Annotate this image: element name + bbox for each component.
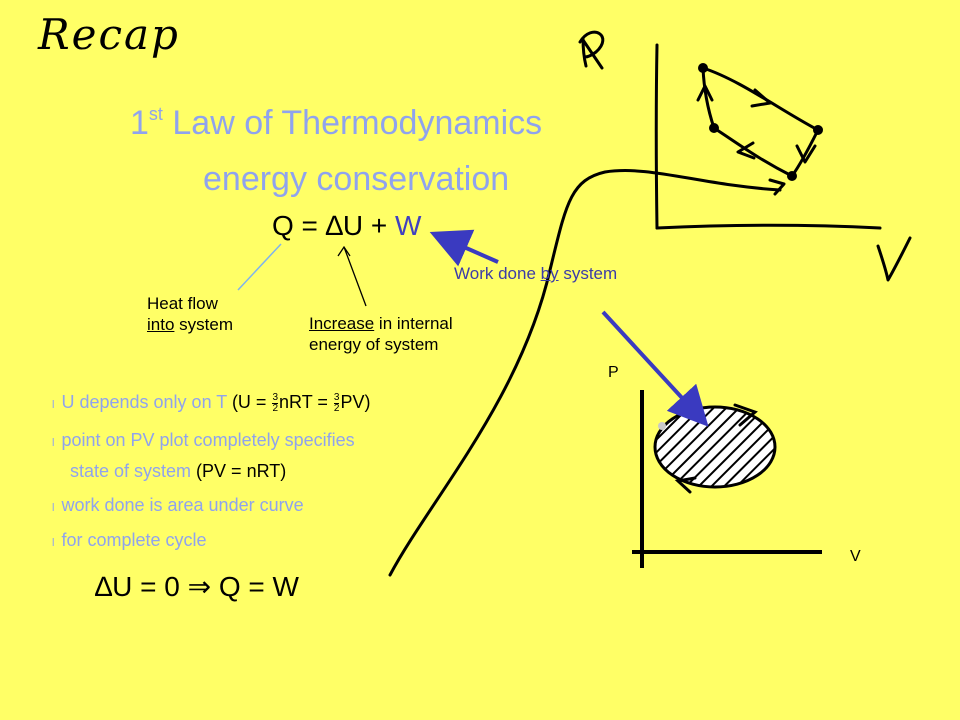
- work-arrow-to-area: [601, 310, 709, 427]
- hand-p-axis: [654, 43, 659, 230]
- increase-pointer-arrow: [337, 245, 367, 307]
- incr-label-line2: energy of system: [309, 335, 439, 354]
- bullet-2: l point on PV plot completely specifies: [52, 430, 355, 451]
- state-point-2: [813, 125, 823, 135]
- heat-label-into: into: [147, 315, 175, 334]
- incr-label-rest: in internal: [374, 314, 453, 333]
- hatched-cycle-area: [653, 405, 777, 489]
- bullet-5-text: for complete cycle: [61, 530, 207, 550]
- big-connector-curve: [388, 169, 782, 577]
- state-point-1: [698, 63, 708, 73]
- small-plot-v-label: V: [850, 548, 861, 565]
- formula-mid: nRT =: [279, 392, 333, 412]
- small-pv-plot: [632, 390, 822, 568]
- hand-v-axis: [655, 223, 882, 230]
- hand-cycle-bottom-curve: [712, 126, 794, 178]
- work-label-by: by: [540, 264, 559, 283]
- hand-letter-p: [578, 30, 605, 70]
- eq-work-term: W: [394, 210, 422, 241]
- eq-mid: U +: [342, 210, 395, 241]
- work-label-prefix: Work done: [454, 264, 541, 283]
- cycle-arrow-top: [733, 403, 758, 427]
- frac-num: 3: [272, 391, 279, 404]
- work-label: Work done by system: [454, 264, 617, 284]
- hand-arrow-3: [736, 141, 756, 160]
- bullet-3-formula: (PV = nRT): [191, 461, 287, 481]
- work-label-suffix: system: [558, 264, 618, 283]
- bullet-1-text: U depends only on T: [61, 392, 227, 412]
- state-point-3: [787, 171, 797, 181]
- bullet-3: l work done is area under curve: [52, 495, 304, 516]
- frac-num-2: 3: [333, 391, 340, 404]
- bullet-marker: l: [52, 437, 55, 449]
- bullet-4: l for complete cycle: [52, 530, 207, 551]
- first-law-equation: Q = ∆U + W: [272, 210, 421, 242]
- cycle-start-dot: [658, 422, 666, 430]
- cycle-result-equation: ∆U = 0 ⇒ Q = W: [95, 571, 299, 602]
- heat-label-line1: Heat flow: [147, 294, 218, 313]
- hand-letter-v: [876, 236, 912, 282]
- bullet-marker: l: [52, 399, 55, 411]
- heat-label-rest: system: [174, 315, 233, 334]
- hand-cycle-top-curve: [701, 66, 820, 132]
- hand-cycle-dots: [698, 63, 823, 181]
- heat-pointer-line: [237, 243, 282, 291]
- bullet-marker: l: [52, 537, 55, 549]
- title-line-2: energy conservation: [203, 160, 510, 198]
- hand-arrow-5: [768, 178, 786, 196]
- title-law-text: Law of Thermodynamics: [172, 104, 543, 142]
- title-ordinal: 1: [130, 104, 149, 142]
- frac-den-2: 2: [333, 402, 340, 414]
- bullet-2-continued: state of system (PV = nRT): [70, 461, 286, 482]
- cycle-arrow-bottom: [674, 476, 697, 494]
- bullet-3-text: state of system: [70, 461, 192, 481]
- formula-end: PV): [340, 392, 371, 412]
- small-plot-p-label: P: [608, 364, 619, 381]
- frac-den: 2: [272, 402, 279, 414]
- heat-label: Heat flow into system: [147, 293, 233, 335]
- recap-heading: Recap: [38, 10, 180, 59]
- bullet-marker: l: [52, 502, 55, 514]
- internal-energy-label: Increase in internal energy of system: [309, 313, 453, 355]
- incr-label-word: Increase: [309, 314, 375, 333]
- hand-arrow-2: [795, 144, 817, 164]
- state-point-4: [709, 123, 719, 133]
- bullet-4-text: work done is area under curve: [61, 495, 304, 515]
- eq-lhs: Q =: [272, 210, 326, 241]
- title-ordinal-suffix: st: [148, 104, 163, 124]
- hand-cycle-right-curve: [790, 128, 820, 178]
- formula-open: (U =: [226, 392, 272, 412]
- hand-arrow-4: [696, 84, 714, 102]
- hand-arrow-1: [750, 88, 772, 108]
- work-arrow-to-w: [429, 229, 499, 267]
- bullet-2-text: point on PV plot completely specifies: [61, 430, 355, 450]
- title-line-1: 1st Law of Thermodynamics: [130, 104, 542, 143]
- eq-delta: ∆: [325, 210, 343, 241]
